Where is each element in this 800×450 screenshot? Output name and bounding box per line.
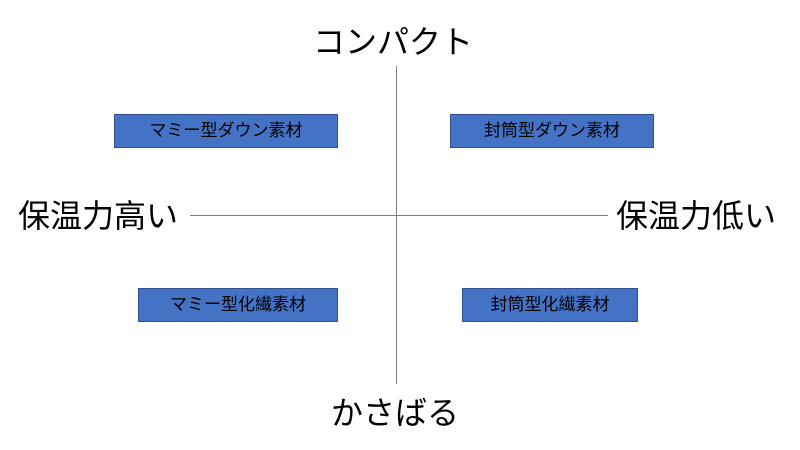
vertical-axis-line [396, 66, 397, 384]
quadrant-box-top-right: 封筒型ダウン素材 [450, 114, 654, 148]
axis-label-top: コンパクト [313, 23, 474, 61]
quadrant-box-bottom-left: マミー型化繊素材 [138, 288, 338, 322]
axis-label-bottom: かさばる [330, 394, 459, 432]
quadrant-box-bottom-right: 封筒型化繊素材 [462, 288, 638, 322]
quadrant-box-top-left: マミー型ダウン素材 [114, 114, 338, 148]
horizontal-axis-line [190, 215, 608, 216]
axis-label-right: 保温力低い [616, 197, 777, 235]
axis-label-left: 保温力高い [18, 197, 179, 235]
